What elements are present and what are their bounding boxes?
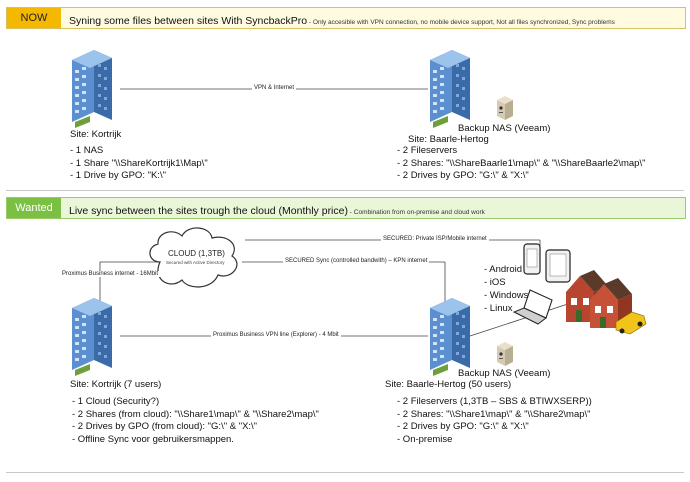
list-item: - 2 Shares: "\\Share1\map\" & "\\Share2\… [397,408,591,420]
wanted-backup-nas-label: Backup NAS (Veeam) [458,368,551,379]
list-item: - Linux [484,303,513,314]
wanted-banner: Wanted Live sync between the sites troug… [6,197,686,219]
now-kortrijk-list: - 1 NAS - 1 Share "\\ShareKortrijk1\Map\… [70,145,208,183]
wanted-baarle-list: - 2 Fileservers (1,3TB – SBS & BTIWXSERP… [397,396,592,446]
list-item: - 1 Cloud (Security?) [72,396,160,407]
wanted-kortrijk-list: - 1 Cloud (Security?) - 2 Shares (from c… [72,396,319,446]
wanted-tag: Wanted [7,198,61,218]
now-title: Syning some files between sites With Syn… [69,15,308,27]
wanted-baarle-site-label: Site: Baarle-Hertog (50 users) [385,379,512,390]
list-item: - 2 Shares: "\\ShareBaarle1\map\" & "\\S… [397,157,646,169]
tablet-icon [545,249,571,283]
vpn-internet-label: VPN & Internet [252,85,297,91]
bottom-divider [6,472,684,473]
cloud-shape [149,227,238,288]
list-item: - 2 Drives by GPO: "G:\" & "X:\" [397,170,529,181]
list-item: - iOS [484,277,506,288]
now-tag: NOW [7,8,61,28]
cloud-title: CLOUD (1,3TB) [168,249,225,258]
now-banner: NOW Syning some files between sites With… [6,7,686,29]
phone-icon [523,243,541,275]
list-item: - Offline Sync voor gebruikersmappen. [72,433,234,445]
nas-icon-wanted [497,342,513,366]
nas-icon-now [497,96,513,120]
houses-icon [566,270,647,335]
now-baarle-list: - 2 Fileservers - 2 Shares: "\\ShareBaar… [397,145,645,183]
list-item: - 2 Fileservers (1,3TB – SBS & BTIWXSERP… [397,396,592,407]
list-item: - Android [484,264,523,275]
building-icon-kortrijk-wanted [72,298,112,376]
list-item: - Windows [484,290,529,301]
list-item: - 2 Drives by GPO (from cloud): "G:\" & … [72,421,258,432]
cloud-subtitle: Secured with Active Directory [166,260,225,265]
now-banner-text: Syning some files between sites With Syn… [69,11,615,29]
list-item: - 1 Share "\\ShareKortrijk1\Map\" [70,157,208,169]
kpn-sync-label: SECURED Sync (controlled bandwith) – KPN… [283,258,430,264]
proximus-internet-line [99,261,160,305]
now-baarle-site-label: Site: Baarle-Hertog [408,134,489,145]
laptop-icon [512,289,553,325]
now-kortrijk-site-label: Site: Kortrijk [70,129,122,140]
list-item: - 1 Drive by GPO: "K:\" [70,170,166,181]
list-item: - On-premise [397,433,453,445]
building-icon-baarle-now [430,50,470,128]
list-item: - 2 Shares (from cloud): "\\Share1\map\"… [72,408,319,420]
wanted-kortrijk-site-label: Site: Kortrijk (7 users) [70,379,162,390]
proximus-internet-label: Proximus Business internet - 16Mbit [60,271,161,277]
building-icon-baarle-wanted [430,298,470,376]
wanted-subtitle: - Combination from on-premise and cloud … [347,209,485,216]
list-item: - 2 Drives by GPO: "G:\" & "X:\" [397,421,529,432]
now-subtitle: - Only accesible with VPN connection, no… [307,19,615,26]
list-item: - 1 NAS [70,145,104,156]
building-icon-kortrijk-now [72,50,112,128]
proximus-vpn-label: Proximus Business VPN line (Explorer) - … [211,332,341,338]
wanted-banner-text: Live sync between the sites trough the c… [69,201,485,219]
now-backup-nas-label: Backup NAS (Veeam) [458,123,551,134]
wanted-title: Live sync between the sites trough the c… [69,205,348,217]
device-os-list: - Android - iOS - Windows - Linux [484,263,528,315]
private-isp-label: SECURED: Private ISP/Mobile internet [381,236,489,242]
section-divider [6,190,684,191]
list-item: - 2 Fileservers [397,145,458,156]
